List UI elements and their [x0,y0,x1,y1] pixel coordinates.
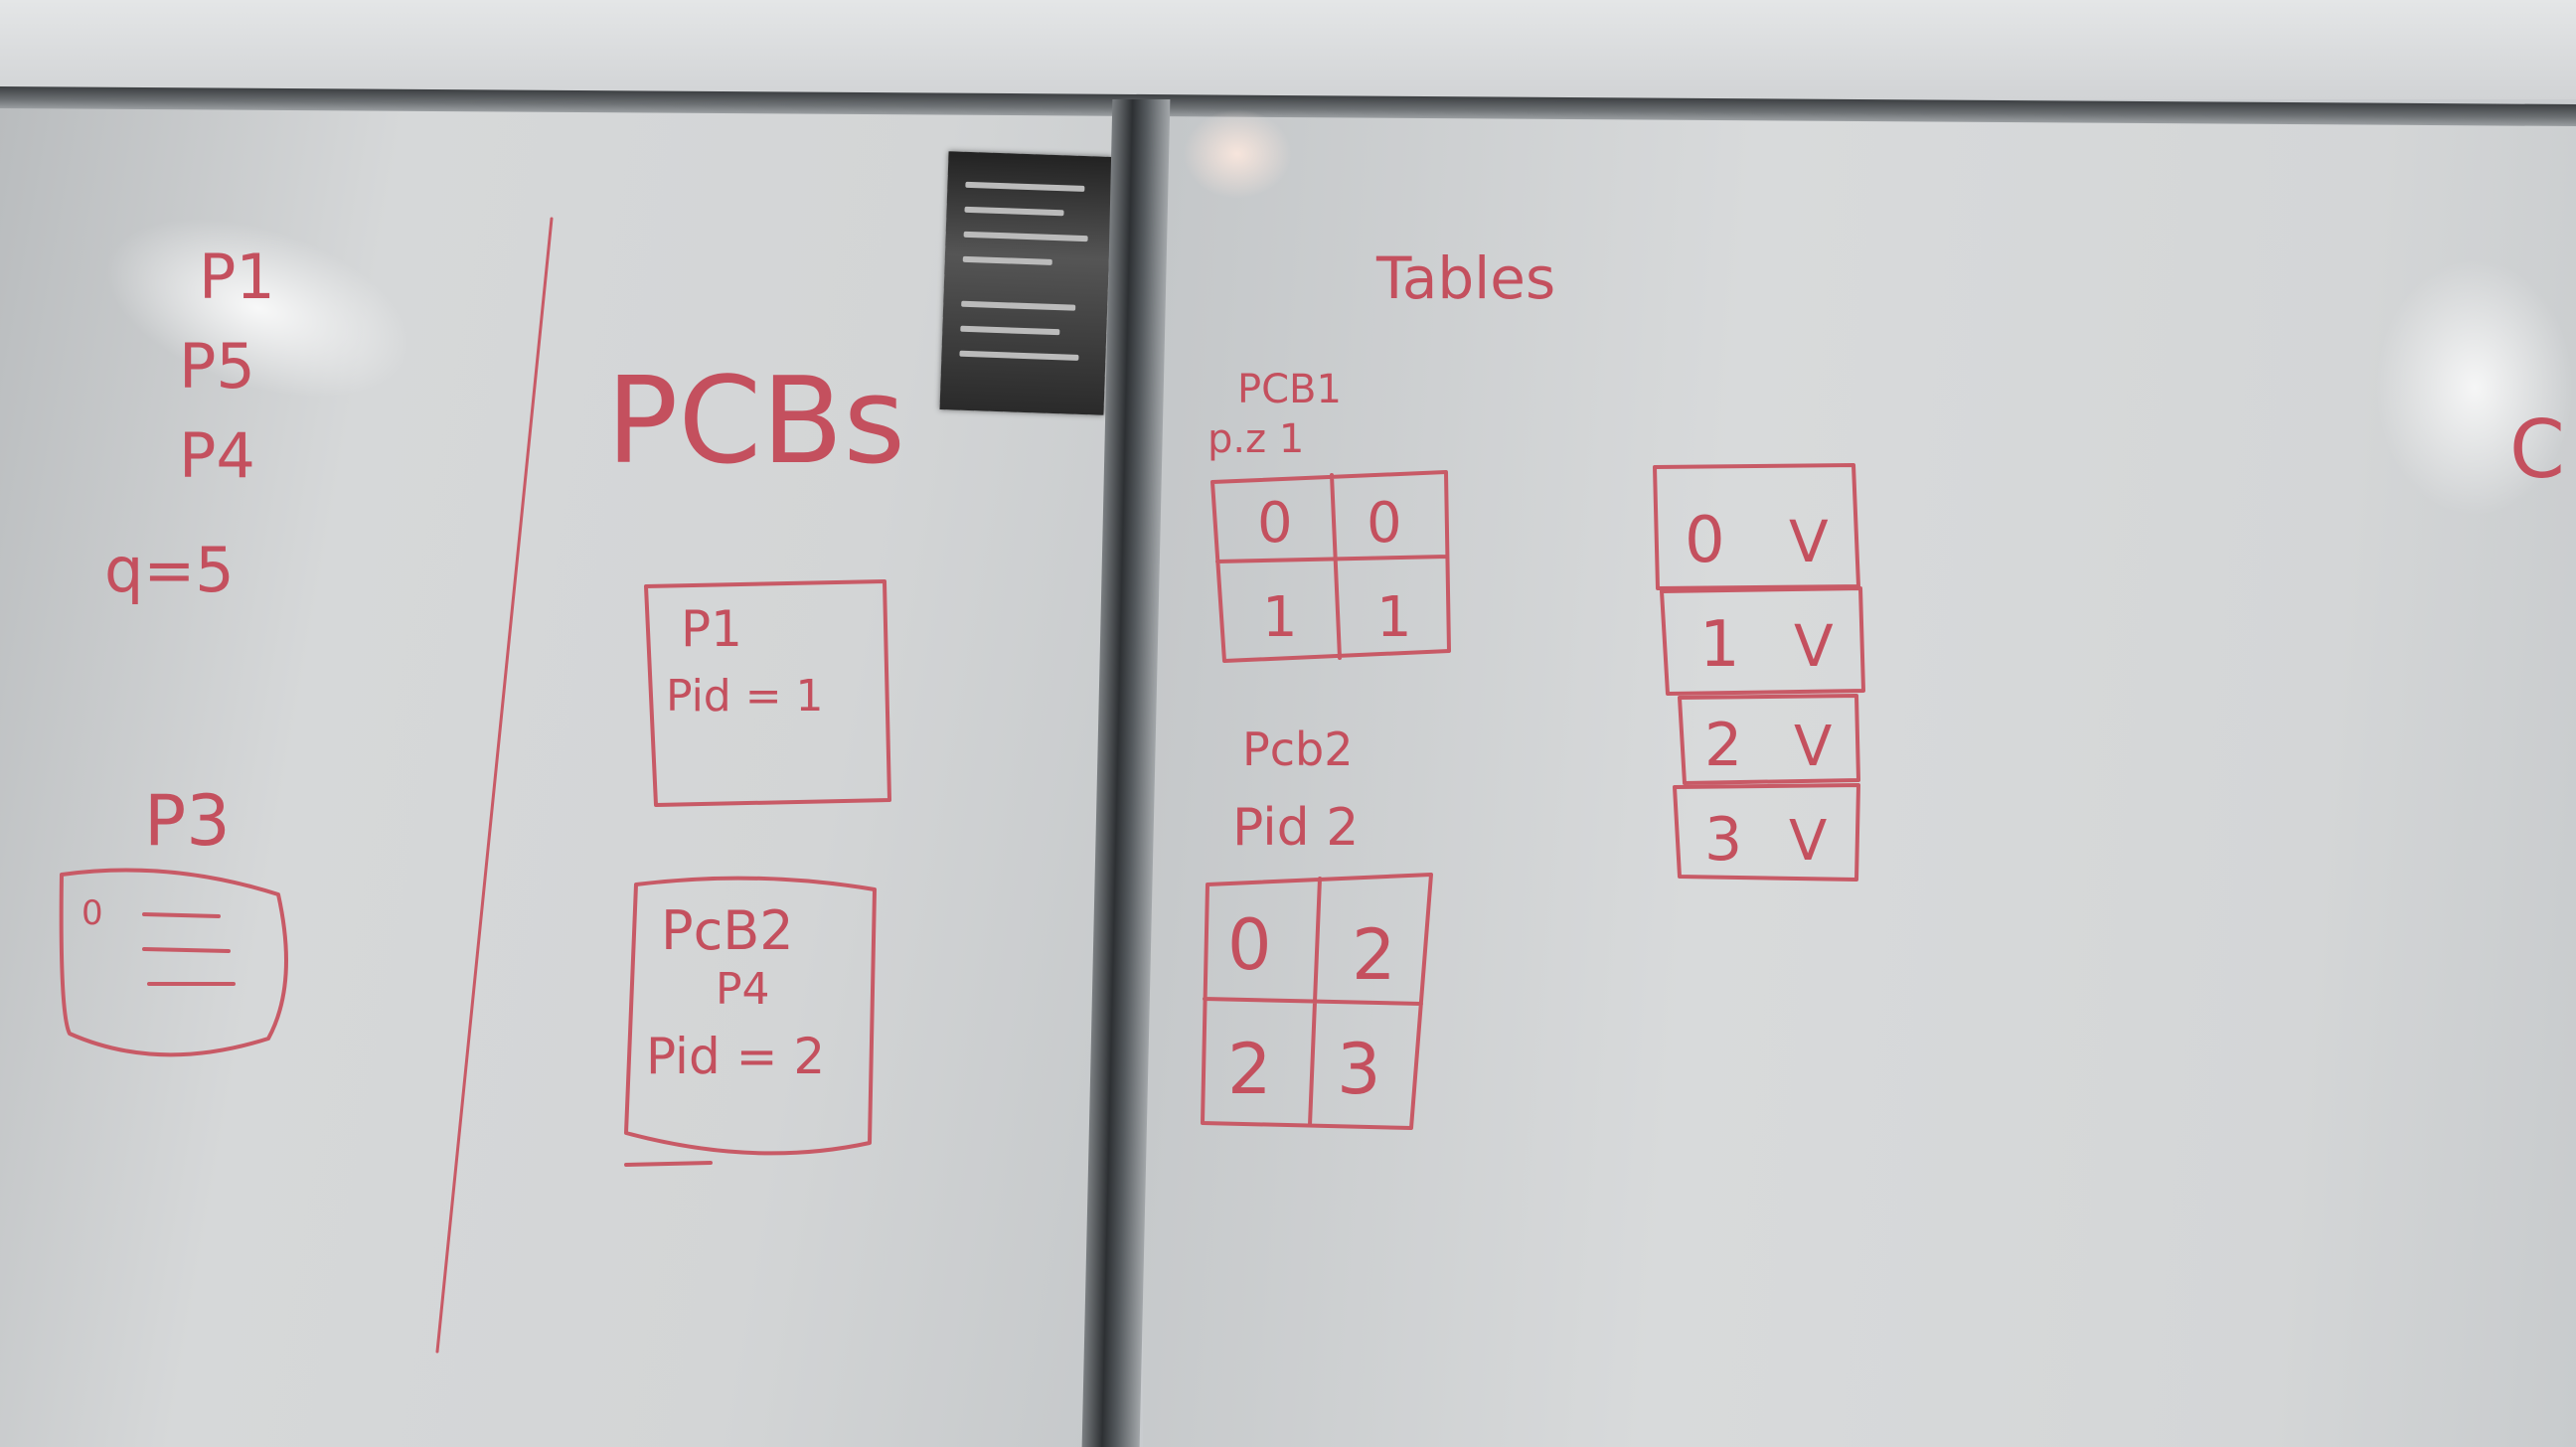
pcb2-cell: 2 [1352,914,1396,996]
tables-title: Tables [1375,244,1555,312]
frame-row [1660,586,1865,696]
frame-cell: 1 [1699,608,1740,682]
pcb1-cell: 0 [1257,491,1293,556]
edge-letter: C [2509,403,2565,496]
pcbs-title: PCBs [606,353,905,491]
pcb1-cell: 1 [1262,585,1298,650]
vertical-rule-line [435,217,554,1354]
pcb2-cell: 3 [1337,1029,1381,1110]
pcb1-cell: 0 [1367,491,1402,556]
frame-cell: 0 [1685,504,1725,577]
pcb2-process: P4 [716,964,770,1015]
process-item: P4 [179,419,255,492]
pcb1-table-label: PCB1 [1237,367,1342,412]
pcb2-cell: 0 [1227,904,1272,986]
pcb1-box [644,579,891,807]
frame-row [1678,694,1860,785]
pcb2-cell: 2 [1227,1029,1272,1110]
wall [0,0,2576,99]
quantum-label: q=5 [104,534,235,606]
p3-lines [142,912,236,986]
frame-cell: 3 [1704,805,1742,875]
frame-row [1653,463,1860,590]
frame-row [1673,783,1860,882]
p3-item: 0 [81,893,103,933]
pcb2-box [624,876,877,1156]
pcb2-page-table [1201,873,1433,1130]
process-item: P1 [199,241,275,313]
light-glare [1183,109,1292,199]
process-item: P5 [179,330,255,402]
frame-cell: V [1789,508,1829,575]
pcb2-table-label: Pcb2 [1242,723,1354,776]
frame-cell: V [1794,715,1832,779]
pcb1-name: P1 [681,600,742,658]
frame-cell: V [1794,612,1834,680]
p3-label: P3 [144,780,231,862]
pcb1-table-pid: p.z 1 [1208,416,1304,462]
pcb2-name: PcB2 [661,899,794,962]
frame-cell: 2 [1704,711,1742,780]
pcb1-pid: Pid = 1 [666,671,824,722]
pcb2-underline [624,1161,713,1167]
pcb2-table-pid: Pid 2 [1232,798,1359,858]
pcb2-pid: Pid = 2 [646,1028,825,1085]
pcb1-cell: 1 [1376,585,1412,650]
pcb1-page-table [1210,470,1451,663]
light-glare [2375,258,2574,517]
frame-cell: V [1789,809,1827,874]
p3-box [59,868,288,1057]
